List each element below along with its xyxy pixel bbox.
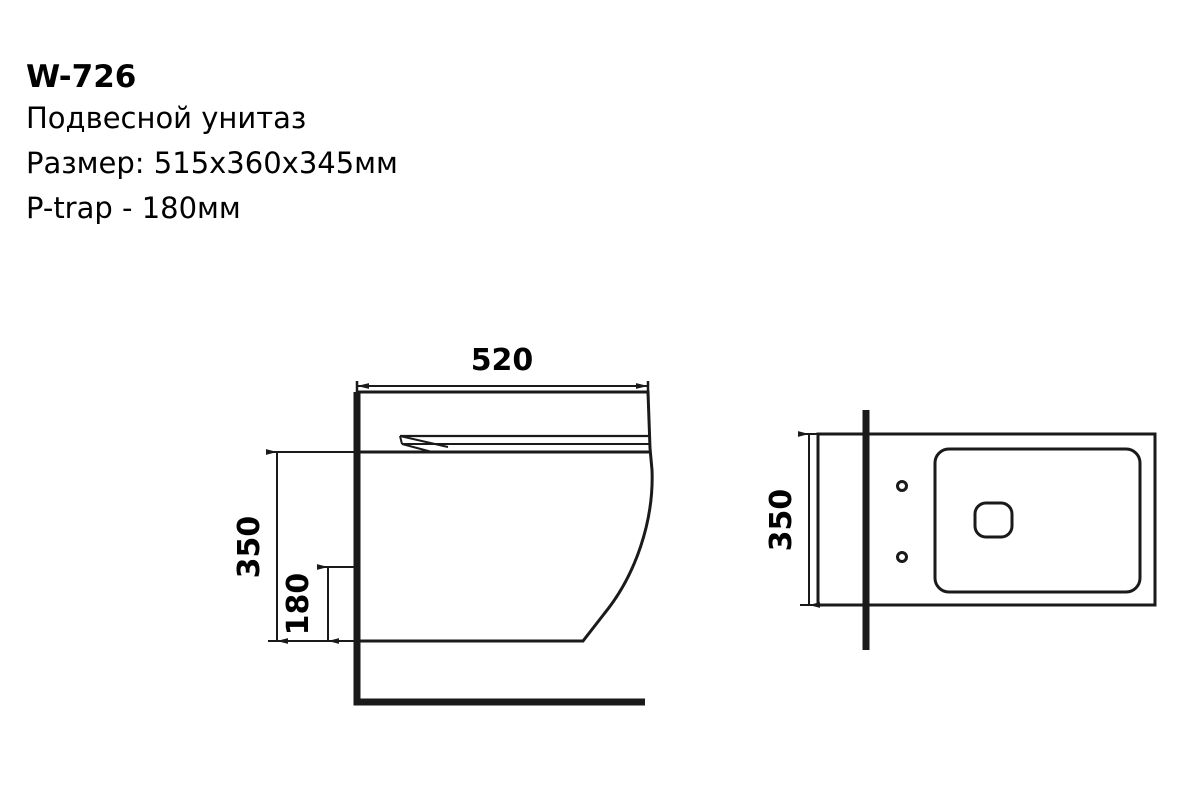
dimension-350-top-label: 350 [764, 489, 799, 552]
bolt-hole-lower-icon [896, 551, 908, 563]
dimension-520: 520 [355, 343, 650, 396]
top-plan-view: 350 [764, 410, 1157, 650]
trap-specification: P-trap - 180мм [26, 191, 241, 225]
toilet-body-outline [357, 390, 654, 643]
dimension-180: 180 [281, 564, 360, 644]
title-block: W-726 Подвесной унитаз Размер: 515x360x3… [26, 58, 646, 231]
wall-and-floor-reference-line [353, 392, 645, 706]
drain-outlet-icon [973, 501, 1014, 539]
bowl-recess-outline [933, 447, 1142, 594]
dimension-350-top: 350 [764, 431, 822, 608]
bolt-hole-upper-icon [896, 480, 908, 492]
seat-wedge-nose [399, 435, 403, 445]
size-specification: Размер: 515x360x345мм [26, 146, 398, 180]
product-name: Подвесной унитаз [26, 101, 307, 135]
seat-wedge-lower-taper [401, 443, 433, 453]
dimension-520-label: 520 [471, 343, 534, 378]
side-elevation-view: 520 350 180 [232, 343, 654, 706]
dimension-350-side-label: 350 [232, 516, 267, 579]
model-code: W-726 [26, 59, 137, 95]
dimension-180-label: 180 [281, 573, 316, 636]
seat-wedge-upper-taper [399, 435, 449, 448]
dimension-350-side: 350 [232, 449, 362, 644]
